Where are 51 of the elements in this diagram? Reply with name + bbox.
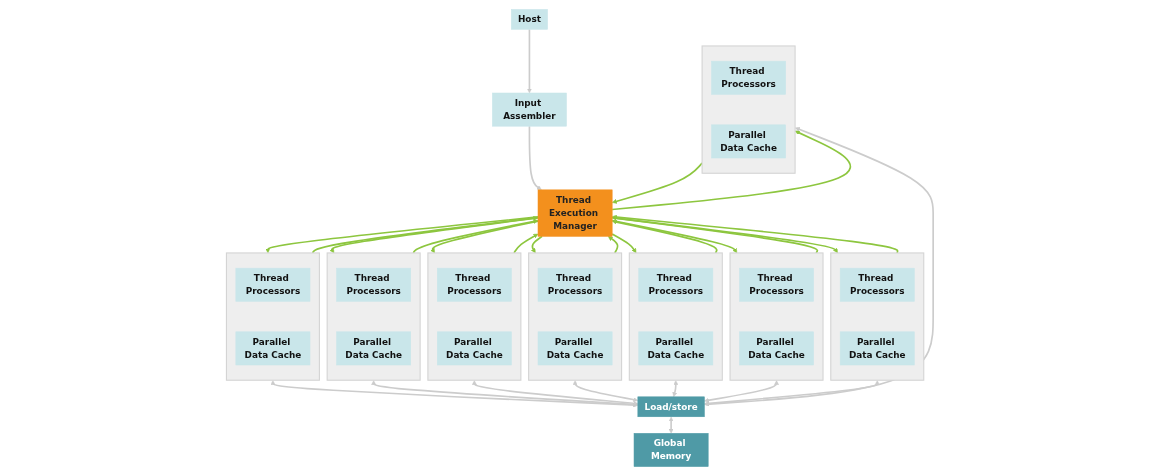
- cluster: [701, 45, 796, 174]
- arrow: [527, 28, 533, 94]
- arrow: [611, 219, 738, 254]
- cluster: [427, 252, 522, 381]
- arrow: [611, 233, 637, 254]
- arrow: [371, 380, 639, 407]
- node-box: Parallel Data Cache: [711, 124, 787, 159]
- cluster: [830, 252, 925, 381]
- node-box: Input Assembler: [492, 92, 567, 127]
- node-box: Thread Processors: [840, 267, 915, 302]
- arrow: [612, 214, 899, 254]
- arrow: [270, 380, 639, 408]
- arrow: [265, 216, 540, 254]
- node-box: Load/store: [637, 396, 705, 418]
- node-box: Thread Processors: [437, 267, 512, 302]
- node-box: Parallel Data Cache: [739, 331, 815, 366]
- node-box: Thread Processors: [739, 267, 815, 302]
- arrow: [704, 380, 880, 406]
- node-box: Thread Processors: [336, 267, 412, 302]
- node-box: Global Memory: [633, 433, 709, 467]
- arrow: [430, 220, 540, 254]
- node-box: Parallel Data Cache: [840, 331, 915, 366]
- arrow: [528, 125, 542, 191]
- arrow: [668, 416, 674, 434]
- node-box: Thread Processors: [711, 60, 787, 95]
- arrow: [672, 380, 679, 398]
- cluster: [628, 252, 724, 381]
- arrow: [513, 233, 539, 254]
- arrow: [608, 236, 619, 254]
- node-box: Thread Execution Manager: [537, 189, 613, 237]
- arrow: [472, 380, 639, 406]
- arrow: [572, 380, 639, 403]
- node-box: Thread Processors: [638, 267, 714, 302]
- arrow: [612, 219, 718, 254]
- cluster: [528, 252, 623, 381]
- node-box: Parallel Data Cache: [537, 331, 613, 366]
- arrow: [704, 380, 780, 403]
- node-box: Thread Processors: [235, 267, 311, 302]
- node-box: Parallel Data Cache: [336, 331, 412, 366]
- node-box: Host: [511, 9, 549, 30]
- node-box: Parallel Data Cache: [437, 331, 512, 366]
- cluster: [226, 252, 321, 381]
- arrow: [611, 130, 852, 211]
- arrow: [412, 219, 539, 254]
- node-box: Parallel Data Cache: [638, 331, 714, 366]
- arrow: [704, 127, 935, 407]
- cluster: [326, 252, 421, 381]
- node-box: Parallel Data Cache: [235, 331, 311, 366]
- cluster: [729, 252, 824, 381]
- arrow: [531, 235, 544, 254]
- node-box: Thread Processors: [537, 267, 613, 302]
